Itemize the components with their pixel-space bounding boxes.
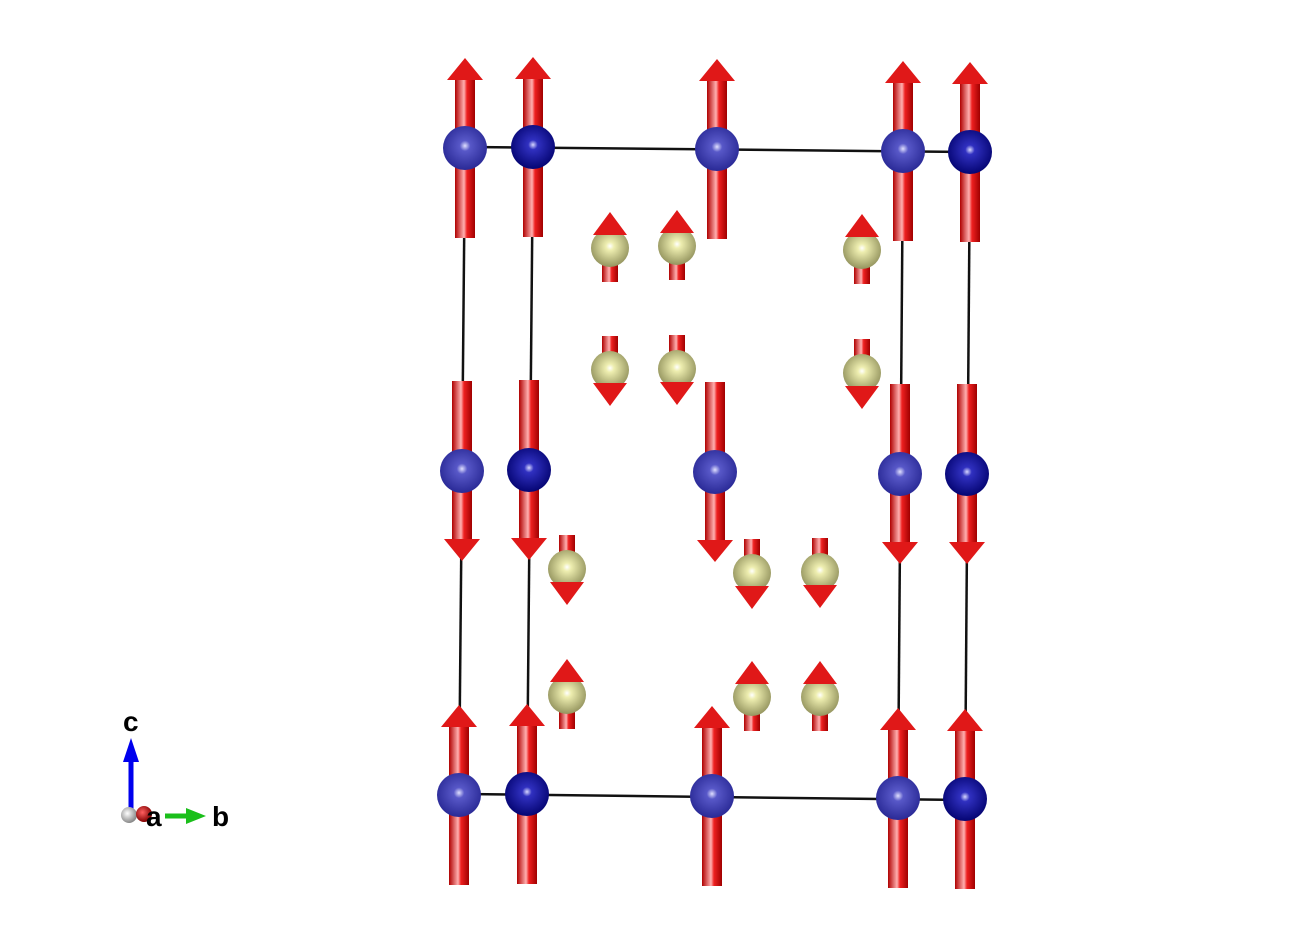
spin-arrow-head xyxy=(550,582,584,605)
small-atom xyxy=(843,354,881,392)
axis-indicator: c a b xyxy=(121,706,229,832)
spin-arrow-head xyxy=(949,542,985,564)
spin-arrow-head xyxy=(550,659,584,682)
spin-arrow-head xyxy=(735,661,769,684)
spin-arrow-head xyxy=(509,704,545,726)
small-atom-with-spin xyxy=(591,212,629,282)
large-atom xyxy=(511,125,555,169)
small-atom-with-spin xyxy=(843,339,881,409)
large-atom xyxy=(507,448,551,492)
spin-arrow-head xyxy=(447,58,483,80)
large-atom xyxy=(945,452,989,496)
small-atom-with-spin xyxy=(548,659,586,729)
b-axis-arrow-head xyxy=(186,808,206,824)
large-atom xyxy=(948,130,992,174)
large-atom xyxy=(695,127,739,171)
spin-arrow-head xyxy=(885,61,921,83)
small-atom xyxy=(843,231,881,269)
small-atom xyxy=(733,678,771,716)
spin-arrow-head xyxy=(735,586,769,609)
spin-arrow-head xyxy=(515,57,551,79)
spin-arrow-head xyxy=(444,539,480,561)
large-atom xyxy=(437,773,481,817)
large-atom xyxy=(876,776,920,820)
small-atom-with-spin xyxy=(548,535,586,605)
spin-arrow-head xyxy=(511,538,547,560)
spin-arrow-head xyxy=(660,210,694,233)
spin-arrow-head xyxy=(697,540,733,562)
spin-arrow-head xyxy=(803,661,837,684)
a-axis-sphere xyxy=(136,806,152,822)
spin-arrow-head xyxy=(699,59,735,81)
small-atom xyxy=(658,350,696,388)
spin-arrow-head xyxy=(593,383,627,406)
large-atom xyxy=(505,772,549,816)
small-atom-with-spin xyxy=(801,661,839,731)
small-atom-with-spin xyxy=(801,538,839,608)
origin-sphere xyxy=(121,807,137,823)
a-axis-label: a xyxy=(146,801,162,832)
small-atom-with-spin xyxy=(658,210,696,280)
small-atom xyxy=(658,227,696,265)
spin-arrow-head xyxy=(660,382,694,405)
spin-arrow-head xyxy=(441,705,477,727)
small-atom xyxy=(591,229,629,267)
small-atom-with-spin xyxy=(733,539,771,609)
large-atom xyxy=(440,449,484,493)
small-atom-with-spin xyxy=(591,336,629,406)
c-axis-arrow-head xyxy=(123,738,139,762)
large-atom xyxy=(881,129,925,173)
spin-arrow-head xyxy=(845,386,879,409)
atoms-layer xyxy=(437,57,992,889)
large-atom xyxy=(690,774,734,818)
spin-arrow-head xyxy=(694,706,730,728)
small-atom xyxy=(548,676,586,714)
small-atom xyxy=(733,554,771,592)
spin-arrow-head xyxy=(593,212,627,235)
small-atom xyxy=(801,553,839,591)
small-atom-with-spin xyxy=(733,661,771,731)
spin-arrow-head xyxy=(952,62,988,84)
c-axis-label: c xyxy=(123,706,139,737)
small-atom xyxy=(801,678,839,716)
spin-arrow-head xyxy=(880,708,916,730)
large-atom xyxy=(443,126,487,170)
spin-arrow-head xyxy=(947,709,983,731)
large-atom xyxy=(943,777,987,821)
spin-arrow-head xyxy=(803,585,837,608)
spin-arrow-head xyxy=(882,542,918,564)
small-atom-with-spin xyxy=(658,335,696,405)
large-atom xyxy=(693,450,737,494)
small-atom-with-spin xyxy=(843,214,881,284)
small-atom xyxy=(591,351,629,389)
small-atom xyxy=(548,550,586,588)
b-axis-label: b xyxy=(212,801,229,832)
spin-arrow-head xyxy=(845,214,879,237)
large-atom xyxy=(878,452,922,496)
